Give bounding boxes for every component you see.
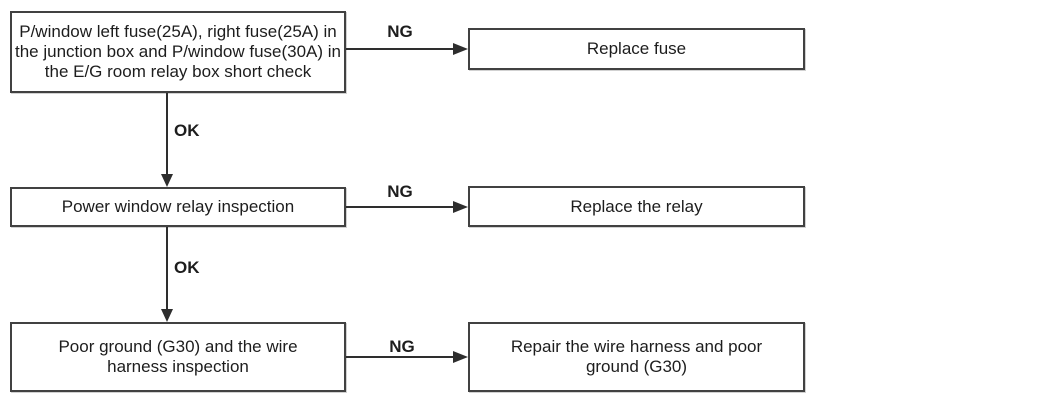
remedy-box-replace-fuse-text: Replace fuse (586, 39, 687, 58)
connector-label-ng-fuse: NG (387, 22, 413, 41)
remedy-box-replace-relay: Replace the relay (468, 186, 805, 227)
arrowhead-right-icon (453, 43, 468, 55)
connector-label-ok-relay: OK (174, 258, 200, 277)
ok-connector-line-fuse (166, 93, 168, 175)
step-box-ground-harness-inspection-text: Poor ground (G30) and the wire harness i… (58, 337, 298, 376)
step-box-relay-inspection-text: Power window relay inspection (61, 197, 295, 216)
arrowhead-down-icon (161, 174, 173, 187)
ng-connector-line-fuse (346, 48, 453, 50)
remedy-box-replace-fuse: Replace fuse (468, 28, 805, 70)
ok-connector-line-relay (166, 227, 168, 310)
connector-label-ng-relay: NG (387, 182, 413, 201)
step-box-fuse-short-check-text: P/window left fuse(25A), right fuse(25A)… (14, 22, 342, 81)
connector-label-ok-fuse: OK (174, 121, 200, 140)
ng-connector-line-relay (346, 206, 453, 208)
remedy-box-repair-harness-ground: Repair the wire harness and poor ground … (468, 322, 805, 392)
ng-connector-line-ground (346, 356, 453, 358)
step-box-fuse-short-check: P/window left fuse(25A), right fuse(25A)… (10, 11, 346, 93)
remedy-box-repair-harness-ground-text: Repair the wire harness and poor ground … (510, 337, 763, 376)
step-box-ground-harness-inspection: Poor ground (G30) and the wire harness i… (10, 322, 346, 392)
arrowhead-right-icon (453, 351, 468, 363)
step-box-relay-inspection: Power window relay inspection (10, 187, 346, 227)
arrowhead-down-icon (161, 309, 173, 322)
connector-label-ng-ground: NG (389, 337, 415, 356)
remedy-box-replace-relay-text: Replace the relay (570, 196, 703, 216)
arrowhead-right-icon (453, 201, 468, 213)
